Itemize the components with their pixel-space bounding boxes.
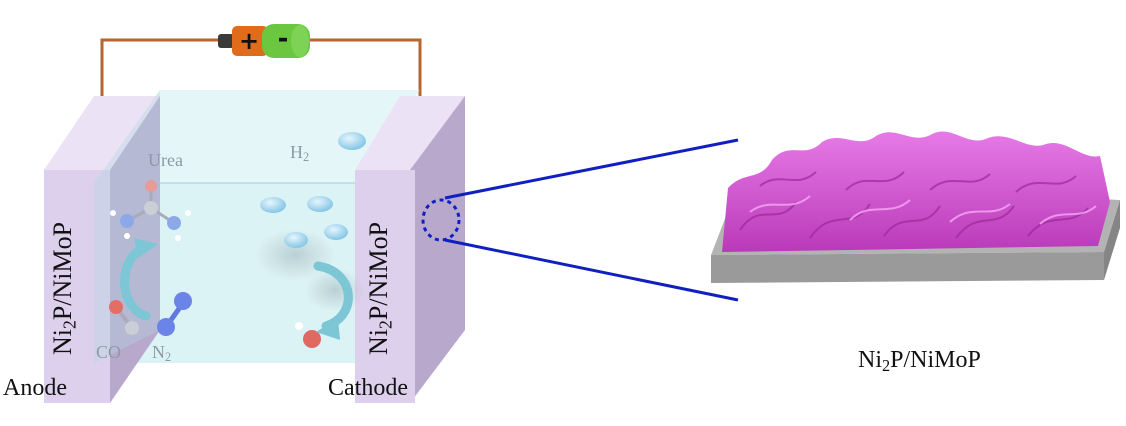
battery-minus-label: -: [278, 24, 289, 54]
urea-molecule-icon: [110, 180, 191, 241]
anode-plate-label: Ni2P/NiMoP: [48, 221, 80, 355]
co-label: CO: [96, 342, 122, 362]
co-molecule-icon: [109, 300, 139, 335]
anode-label: Anode: [3, 375, 67, 401]
cathode-plate-label: Ni2P/NiMoP: [364, 221, 396, 355]
h2-label: H2: [290, 142, 310, 165]
cathode-cycle-arrow-icon: [313, 261, 353, 340]
cathode-label: Cathode: [328, 375, 408, 401]
n2-label: N2: [152, 342, 172, 365]
zoom-callout: [421, 138, 739, 302]
battery-plus-label: +: [239, 27, 259, 55]
anode-cycle-arrow-icon: [120, 238, 158, 321]
n2-molecule-icon: [157, 292, 192, 336]
material-label: Ni2P/NiMoP: [858, 347, 981, 376]
urea-label: Urea: [148, 150, 183, 170]
battery-icon: [218, 24, 310, 58]
cathode-plate: [355, 96, 465, 403]
nanosheet-material-illustration: [711, 131, 1120, 283]
